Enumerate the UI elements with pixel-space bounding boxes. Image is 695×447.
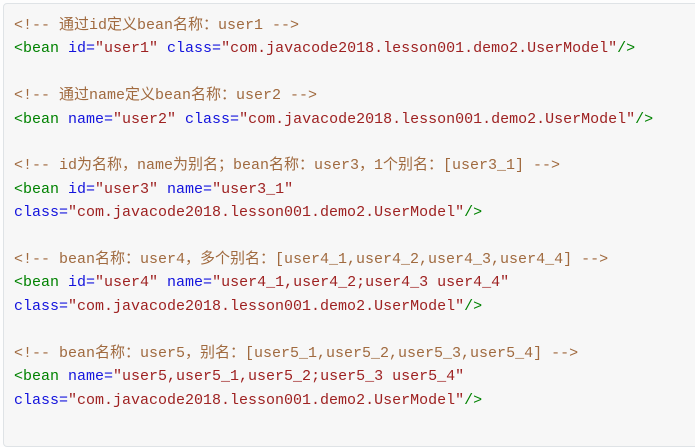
code-token-tag: />: [617, 40, 636, 58]
code-line: [14, 131, 695, 154]
code-line: [14, 225, 695, 248]
code-line: <!-- id为名称，name为别名；bean名称：user3，1个别名：[us…: [14, 154, 695, 177]
code-token-tag: <bean: [14, 368, 60, 386]
code-block: <!-- 通过id定义bean名称：user1 --><bean id="use…: [3, 3, 695, 447]
code-token-tag: <bean: [14, 274, 60, 292]
code-line: [14, 61, 695, 84]
code-token-attr: class=: [158, 40, 222, 58]
code-token-tag: <bean: [14, 40, 60, 58]
code-token-value: "user2": [113, 110, 177, 128]
code-line: class="com.javacode2018.lesson001.demo2.…: [14, 389, 695, 412]
code-token-value: "user3_1": [212, 180, 294, 198]
code-token-value: "user3": [95, 180, 159, 198]
code-token-value: "user4": [95, 274, 159, 292]
code-token-attr: class=: [14, 391, 69, 409]
code-line: <!-- bean名称：user4，多个别名：[user4_1,user4_2,…: [14, 248, 695, 271]
code-token-attr: name=: [158, 180, 213, 198]
code-token-tag: <bean: [14, 180, 60, 198]
code-token-value: "user1": [95, 40, 159, 58]
code-token-attr: class=: [14, 204, 69, 222]
code-token-comment: <!-- bean名称：user4，多个别名：[user4_1,user4_2,…: [14, 251, 609, 269]
code-line: <bean id="user3" name="user3_1": [14, 178, 695, 201]
code-line: <bean name="user5,user5_1,user5_2;user5_…: [14, 365, 695, 388]
code-line: <bean name="user2" class="com.javacode20…: [14, 108, 695, 131]
code-line: [14, 318, 695, 341]
code-token-tag: />: [464, 204, 483, 222]
code-token-value: "user4_1,user4_2;user4_3 user4_4": [212, 274, 510, 292]
code-token-tag: />: [464, 391, 483, 409]
code-token-comment: <!-- 通过name定义bean名称：user2 -->: [14, 87, 318, 105]
code-line: class="com.javacode2018.lesson001.demo2.…: [14, 201, 695, 224]
code-token-value: "user5,user5_1,user5_2;user5_3 user5_4": [113, 368, 465, 386]
code-token-value: "com.javacode2018.lesson001.demo2.UserMo…: [68, 391, 465, 409]
code-line: <!-- 通过name定义bean名称：user2 -->: [14, 84, 695, 107]
code-token-value: "com.javacode2018.lesson001.demo2.UserMo…: [221, 40, 618, 58]
code-token-attr: class=: [176, 110, 240, 128]
code-line: <!-- bean名称：user5，别名：[user5_1,user5_2,us…: [14, 342, 695, 365]
code-line: <bean id="user1" class="com.javacode2018…: [14, 37, 695, 60]
code-token-value: "com.javacode2018.lesson001.demo2.UserMo…: [239, 110, 636, 128]
code-token-value: "com.javacode2018.lesson001.demo2.UserMo…: [68, 297, 465, 315]
code-token-comment: <!-- bean名称：user5，别名：[user5_1,user5_2,us…: [14, 344, 579, 362]
code-line: class="com.javacode2018.lesson001.demo2.…: [14, 295, 695, 318]
code-token-attr: class=: [14, 297, 69, 315]
code-token-attr: id=: [59, 274, 96, 292]
code-token-tag: />: [635, 110, 654, 128]
code-line: <!-- 通过id定义bean名称：user1 -->: [14, 14, 695, 37]
code-token-attr: name=: [59, 368, 114, 386]
code-token-attr: name=: [158, 274, 213, 292]
code-token-attr: name=: [59, 110, 114, 128]
code-token-value: "com.javacode2018.lesson001.demo2.UserMo…: [68, 204, 465, 222]
code-line: <bean id="user4" name="user4_1,user4_2;u…: [14, 271, 695, 294]
code-token-attr: id=: [59, 180, 96, 198]
code-token-comment: <!-- id为名称，name为别名；bean名称：user3，1个别名：[us…: [14, 157, 561, 175]
code-token-tag: />: [464, 297, 483, 315]
code-token-comment: <!-- 通过id定义bean名称：user1 -->: [14, 17, 300, 34]
code-token-attr: id=: [59, 40, 96, 58]
code-token-tag: <bean: [14, 110, 60, 128]
